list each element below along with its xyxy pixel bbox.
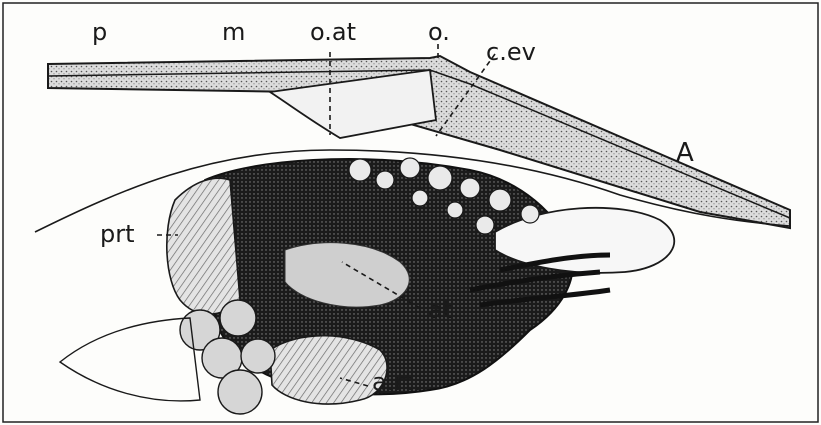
prt-lobe <box>167 178 240 314</box>
label-p: p <box>92 20 107 44</box>
label-at: at. <box>428 298 460 322</box>
label-m: m <box>222 20 245 44</box>
a-rt-lobe <box>270 336 387 404</box>
label-prt: prt <box>100 222 135 246</box>
label-o-at: o.at <box>310 20 356 44</box>
label-c-ev: c.ev <box>486 40 536 64</box>
label-A: A <box>676 140 694 166</box>
label-o: o. <box>428 20 450 44</box>
lower-bulb-outline <box>60 318 200 401</box>
label-a-rt: a.rt. <box>372 370 421 394</box>
